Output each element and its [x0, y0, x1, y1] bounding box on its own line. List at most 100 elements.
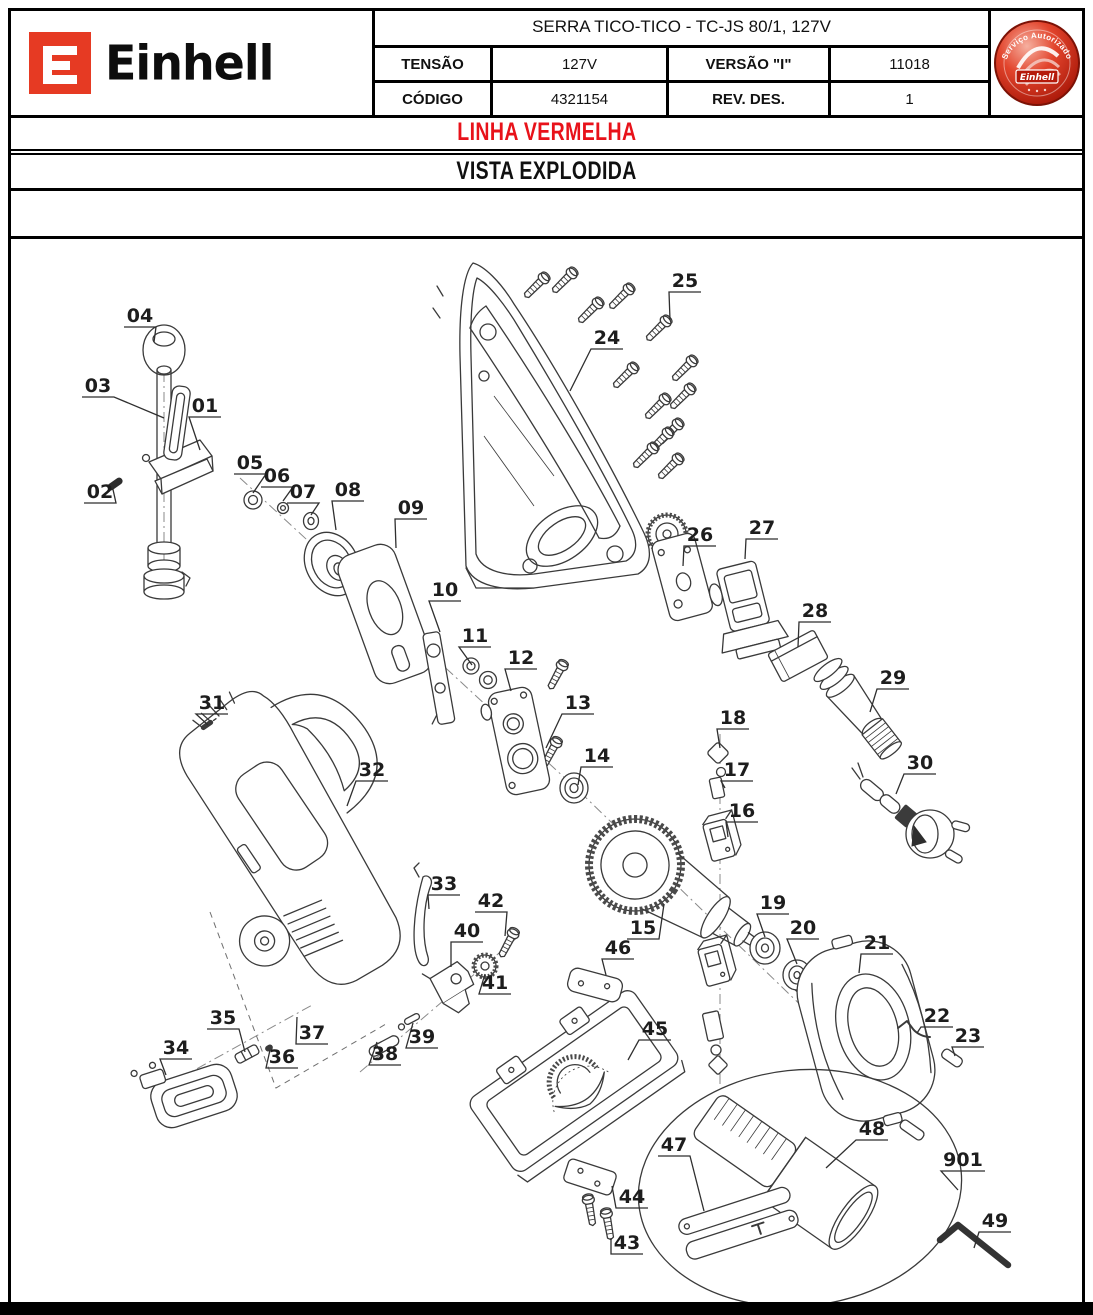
- field-tensao-value: 127V: [561, 55, 598, 73]
- part-label-26: 26: [682, 524, 716, 567]
- svg-text:36: 36: [269, 1046, 295, 1068]
- part-03-plate: [163, 385, 191, 461]
- svg-text:23: 23: [955, 1025, 981, 1047]
- part-38-pin: [368, 1035, 400, 1057]
- svg-text:16: 16: [729, 800, 755, 822]
- svg-text:27: 27: [749, 517, 775, 539]
- part-label-17: 17: [719, 759, 753, 789]
- part-35-pin: [234, 1044, 260, 1064]
- part-44-plate: [563, 1158, 617, 1196]
- part-36-pin: [265, 1044, 273, 1052]
- part-47-cover-plates: [678, 1186, 799, 1260]
- field-codigo-label: CÓDIGO: [402, 90, 463, 108]
- part-label-03: 03: [82, 375, 165, 419]
- svg-text:48: 48: [859, 1118, 885, 1140]
- svg-text:11: 11: [462, 625, 488, 647]
- part-28-box: [767, 630, 829, 682]
- svg-text:41: 41: [482, 972, 508, 994]
- svg-text:35: 35: [210, 1007, 236, 1029]
- part-32-main-housing: [179, 690, 401, 985]
- svg-text:14: 14: [584, 745, 610, 767]
- part-22-wire-clip: [897, 1020, 931, 1038]
- part-label-34: 34: [159, 1037, 192, 1076]
- svg-text:40: 40: [454, 920, 480, 942]
- part-label-30: 30: [895, 752, 936, 795]
- page-border-right: [1082, 8, 1085, 1304]
- svg-text:32: 32: [359, 759, 385, 781]
- part-48-adapter: [693, 1095, 879, 1250]
- part-27-switch: [708, 560, 789, 660]
- part-label-901: 901: [939, 1149, 985, 1191]
- part-label-36: 36: [265, 1046, 298, 1069]
- part-14-washer: [559, 772, 589, 804]
- part-18-cap: [707, 742, 729, 764]
- part-29-cable-sleeve: [813, 657, 902, 760]
- part-label-43: 43: [610, 1232, 643, 1255]
- svg-text:31: 31: [199, 692, 225, 714]
- exploded-diagram: 0102030405060708091011121314151617181920…: [82, 262, 1012, 1302]
- svg-text:10: 10: [432, 579, 458, 601]
- part-label-10: 10: [428, 579, 461, 633]
- part-33-wire-clip: [413, 862, 433, 967]
- header-divider-logo: [372, 8, 375, 115]
- svg-text:03: 03: [85, 375, 111, 397]
- svg-text:47: 47: [661, 1134, 687, 1156]
- svg-text:29: 29: [880, 667, 906, 689]
- part-09-balance-plate: [337, 543, 433, 685]
- svg-text:24: 24: [594, 327, 620, 349]
- part-label-12: 12: [504, 647, 537, 692]
- part-label-11: 11: [457, 625, 491, 666]
- part-label-15: 15: [627, 903, 665, 940]
- part-10-bracket: [422, 631, 456, 725]
- svg-text:44: 44: [619, 1186, 645, 1208]
- part-30-plug: [851, 762, 971, 864]
- part-label-38: 38: [368, 1041, 401, 1066]
- part-pin-901: [899, 1119, 925, 1141]
- diagram-top-rule: [8, 236, 1085, 239]
- page-border-left: [8, 8, 11, 1304]
- svg-text:01: 01: [192, 395, 218, 417]
- part-label-18: 18: [716, 707, 749, 749]
- part-label-05: 05: [234, 452, 268, 494]
- part-label-47: 47: [658, 1134, 705, 1212]
- part-11-bearings: [462, 657, 498, 690]
- field-tensao-label: TENSÃO: [401, 55, 464, 73]
- part-label-32: 32: [346, 759, 388, 807]
- svg-text:21: 21: [864, 932, 890, 954]
- svg-text:08: 08: [335, 479, 361, 501]
- svg-text:28: 28: [802, 600, 828, 622]
- part-label-22: 22: [916, 1005, 953, 1034]
- part-06-ring: [276, 501, 290, 515]
- svg-text:26: 26: [687, 524, 713, 546]
- badge-center-text: Einhell: [1019, 73, 1054, 83]
- part-16b-brush-holder: [695, 934, 739, 988]
- svg-text:07: 07: [290, 481, 316, 503]
- part-45-foot-plate: [469, 990, 686, 1183]
- svg-text:20: 20: [790, 917, 816, 939]
- svg-text:13: 13: [565, 692, 591, 714]
- part-label-20: 20: [786, 917, 819, 965]
- field-rev-value: 1: [905, 90, 914, 108]
- part-label-13: 13: [545, 692, 594, 749]
- part-label-41: 41: [478, 972, 511, 995]
- part-24-gear-housing: [432, 262, 650, 590]
- svg-text:09: 09: [398, 497, 424, 519]
- line-banner-text: LINHA VERMELHA: [456, 117, 637, 146]
- svg-text:17: 17: [724, 759, 750, 781]
- svg-text:43: 43: [614, 1232, 640, 1254]
- svg-text:34: 34: [163, 1037, 189, 1059]
- svg-text:38: 38: [372, 1043, 398, 1065]
- part-label-42: 42: [475, 890, 508, 937]
- part-label-14: 14: [577, 745, 613, 786]
- part-label-33: 33: [427, 873, 460, 910]
- header-rule-title: [372, 45, 988, 48]
- part-15-armature: [585, 815, 765, 952]
- part-49-allen-key: [936, 1221, 1012, 1269]
- svg-text:05: 05: [237, 452, 263, 474]
- svg-text:19: 19: [760, 892, 786, 914]
- part-04-knob: [142, 324, 186, 376]
- header-rule-bottom: [8, 115, 1085, 118]
- header-divider-badge: [988, 8, 991, 115]
- part-19-bearing: [749, 931, 781, 965]
